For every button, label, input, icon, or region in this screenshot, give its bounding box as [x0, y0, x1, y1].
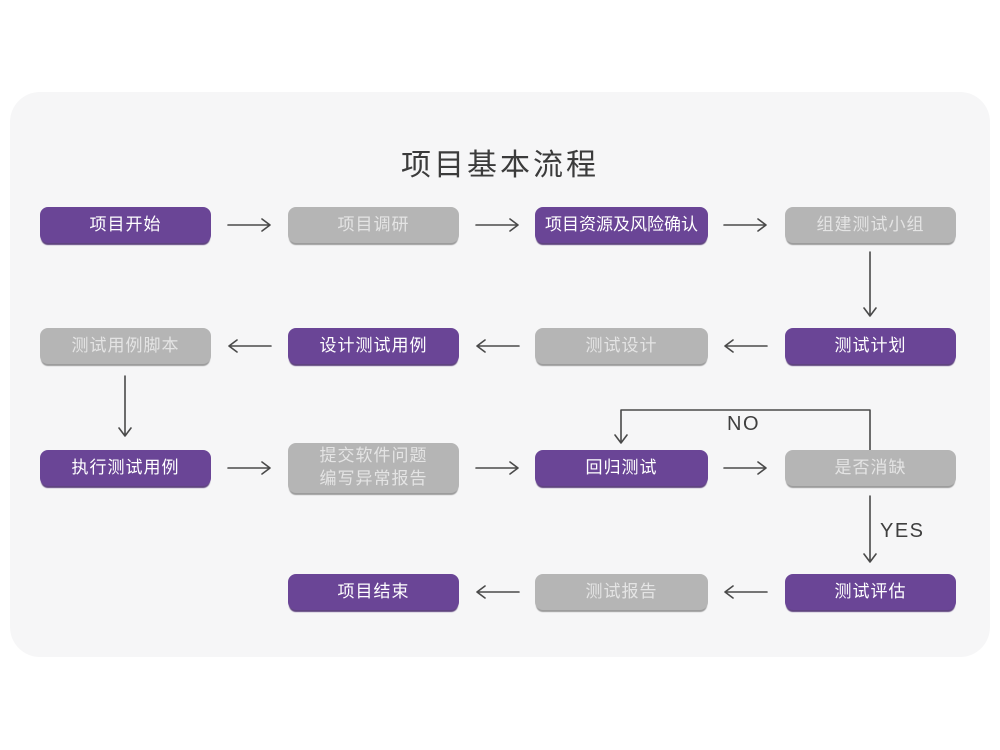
arrow-cases-to-scripts [228, 339, 272, 353]
node-label: 执行测试用例 [71, 457, 180, 477]
arrow-design-to-cases [476, 339, 520, 353]
node-build-test-team: 组建测试小组 [785, 207, 956, 243]
arrow-no-loop [614, 409, 871, 451]
node-defect-cleared: 是否消缺 [785, 450, 956, 486]
node-test-case-scripts: 测试用例脚本 [40, 328, 211, 364]
node-label: 项目结束 [337, 581, 410, 601]
node-design-test-cases: 设计测试用例 [288, 328, 459, 364]
node-label: 测试用例脚本 [71, 335, 180, 355]
arrow-risk-to-team [723, 218, 767, 232]
node-label-line2: 编写异常报告 [319, 469, 428, 488]
arrow-yes-down [863, 495, 877, 563]
arrow-submit-to-regression [475, 461, 519, 475]
arrow-plan-to-design [724, 339, 768, 353]
arrow-evaluation-to-report [724, 585, 768, 599]
node-test-report: 测试报告 [535, 574, 708, 610]
node-label: 项目调研 [337, 214, 410, 234]
node-label: 项目开始 [89, 214, 162, 234]
node-label: 回归测试 [585, 457, 658, 477]
node-label-line1: 提交软件问题 [319, 446, 428, 466]
node-test-design: 测试设计 [535, 328, 708, 364]
arrow-report-to-end [476, 585, 520, 599]
edge-label-no: NO [727, 413, 760, 435]
node-label: 测试评估 [834, 581, 907, 601]
node-label: 测试计划 [834, 335, 907, 355]
node-label: 测试设计 [585, 335, 658, 355]
page-title: 项目基本流程 [401, 149, 599, 182]
arrow-team-to-plan [863, 251, 877, 317]
node-resources-risk: 项目资源及风险确认 [535, 207, 708, 243]
arrow-execute-to-submit [227, 461, 271, 475]
node-label: 设计测试用例 [319, 335, 428, 355]
node-execute-test-cases: 执行测试用例 [40, 450, 211, 486]
arrow-research-to-risk [475, 218, 519, 232]
node-label: 组建测试小组 [816, 214, 925, 234]
node-submit-issues: 提交软件问题 编写异常报告 [288, 443, 459, 493]
node-project-end: 项目结束 [288, 574, 459, 610]
node-test-evaluation: 测试评估 [785, 574, 956, 610]
node-test-plan: 测试计划 [785, 328, 956, 364]
arrow-start-to-research [227, 218, 271, 232]
node-label: 项目资源及风险确认 [545, 214, 698, 234]
node-project-research: 项目调研 [288, 207, 459, 243]
edge-label-yes: YES [880, 520, 925, 542]
node-label: 测试报告 [585, 581, 658, 601]
arrow-regression-to-defect [723, 461, 767, 475]
node-project-start: 项目开始 [40, 207, 211, 243]
arrow-scripts-to-execute [118, 375, 132, 437]
node-label: 是否消缺 [834, 457, 907, 477]
flowchart-card [10, 92, 990, 657]
node-regression-test: 回归测试 [535, 450, 708, 486]
